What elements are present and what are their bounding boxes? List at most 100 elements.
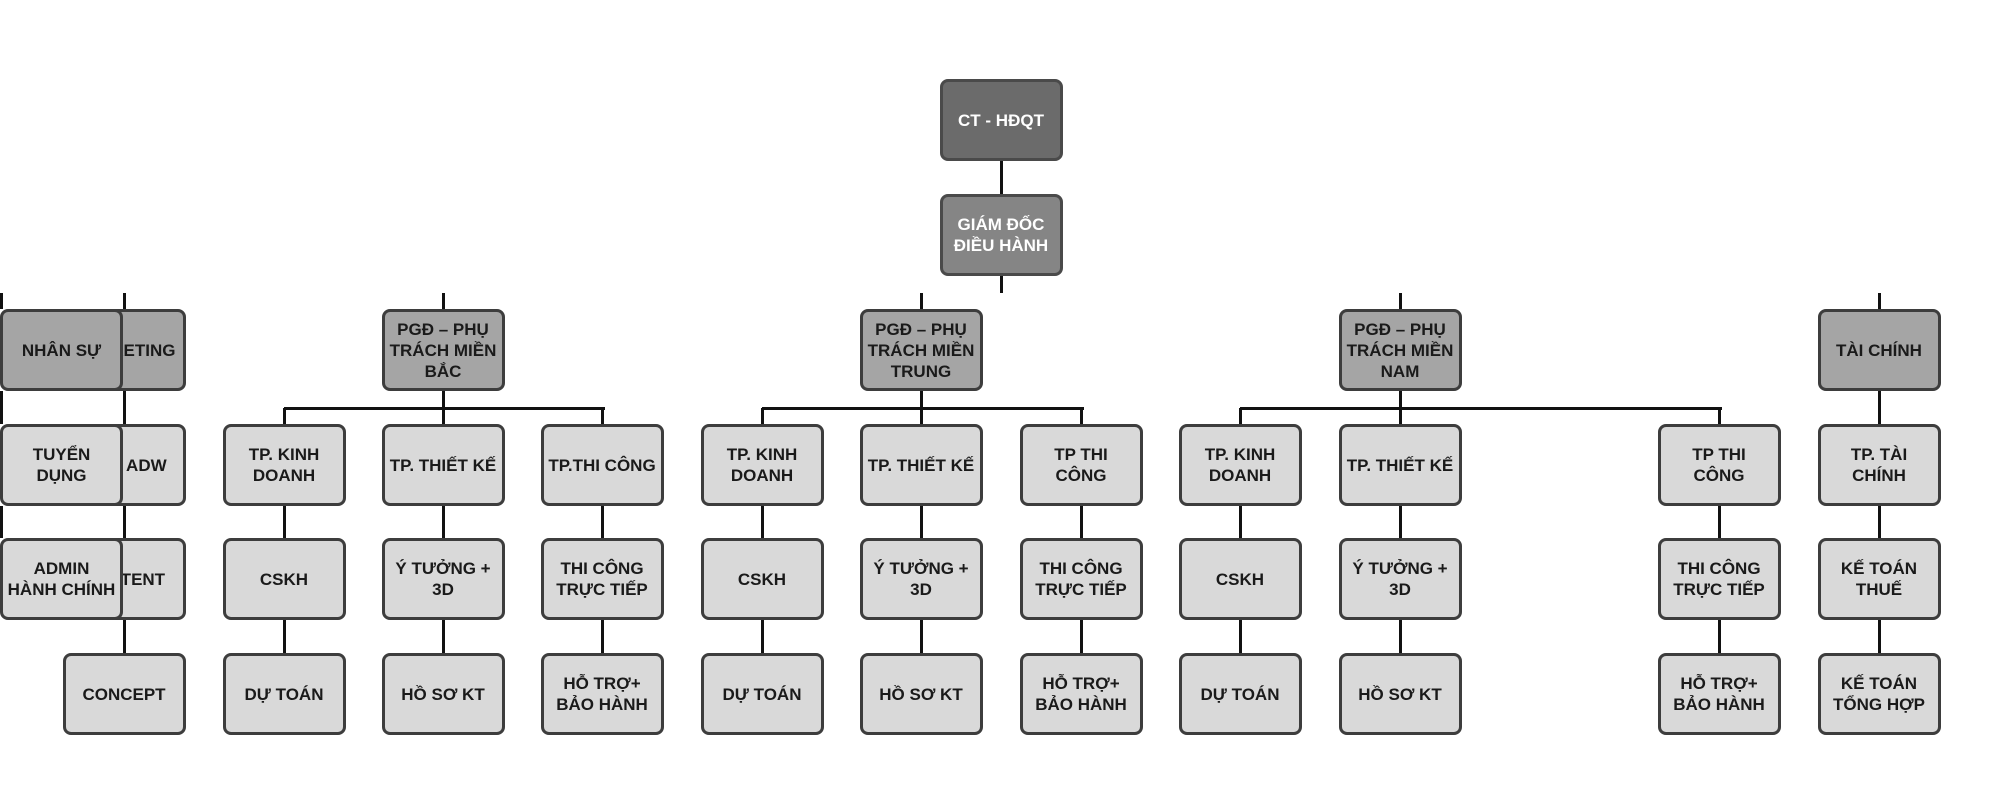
sub-unit-box-label: KẾ TOÁN THUẾ bbox=[1840, 559, 1918, 599]
unit-box: TP. THIẾT KẾ bbox=[1338, 424, 1462, 506]
connector-line bbox=[1238, 506, 1242, 538]
connector-line bbox=[1398, 293, 1402, 309]
sub-unit-box: DỰ TOÁN bbox=[700, 653, 824, 735]
sub-unit-box: ADMIN HÀNH CHÍNH bbox=[0, 538, 123, 620]
connector-line bbox=[762, 406, 1084, 410]
connector-line bbox=[1877, 293, 1881, 309]
sub-unit-box: DỰ TOÁN bbox=[1178, 653, 1302, 735]
unit-box-label: TP. KINH DOANH bbox=[248, 445, 320, 485]
unit-box: TP. TÀI CHÍNH bbox=[1817, 424, 1941, 506]
unit-box-label: TP. TÀI CHÍNH bbox=[1850, 445, 1908, 485]
connector-line bbox=[1398, 620, 1402, 653]
connector-line bbox=[919, 293, 923, 309]
sub-unit-box-label: HỖ TRỢ+ BẢO HÀNH bbox=[556, 674, 648, 714]
sub-unit-box: HỖ TRỢ+ BẢO HÀNH bbox=[1019, 653, 1143, 735]
department-box: NHÂN SỰ bbox=[0, 309, 123, 391]
connector-line bbox=[1877, 620, 1881, 653]
sub-unit-box-label: HỖ TRỢ+ BẢO HÀNH bbox=[1035, 674, 1127, 714]
sub-unit-box-label: ADMIN HÀNH CHÍNH bbox=[7, 559, 116, 599]
sub-unit-box: Ý TƯỞNG + 3D bbox=[859, 538, 983, 620]
unit-box-label: TP THI CÔNG bbox=[1054, 445, 1108, 485]
unit-box: TP. THIẾT KẾ bbox=[859, 424, 983, 506]
ceo-box: GIÁM ĐỐC ĐIỀU HÀNH bbox=[939, 194, 1063, 276]
department-box-label: PGĐ – PHỤ TRÁCH MIỀN TRUNG bbox=[867, 319, 975, 381]
sub-unit-box-label: KẾ TOÁN TỔNG HỢP bbox=[1833, 674, 1925, 714]
unit-box-label: TP. KINH DOANH bbox=[1204, 445, 1276, 485]
sub-unit-box-label: HỖ TRỢ+ BẢO HÀNH bbox=[1673, 674, 1765, 714]
department-box: TÀI CHÍNH bbox=[1817, 309, 1941, 391]
connector-line bbox=[0, 506, 3, 538]
unit-box-label: TP. THIẾT KẾ bbox=[389, 455, 497, 475]
connector-line bbox=[1877, 391, 1881, 424]
department-box-label: PGĐ – PHỤ TRÁCH MIỀN NAM bbox=[1346, 319, 1454, 381]
sub-unit-box: CSKH bbox=[700, 538, 824, 620]
unit-box-label: TP. KINH DOANH bbox=[726, 445, 798, 485]
sub-unit-box-label: HỒ SƠ KT bbox=[1358, 684, 1442, 704]
unit-box-label: TP. THIẾT KẾ bbox=[1346, 455, 1454, 475]
sub-unit-box-label: HỒ SƠ KT bbox=[401, 684, 485, 704]
ceo-box-label: GIÁM ĐỐC ĐIỀU HÀNH bbox=[953, 215, 1049, 255]
department-box-label: NHÂN SỰ bbox=[21, 340, 102, 360]
sub-unit-box-label: CSKH bbox=[259, 569, 309, 589]
sub-unit-box: HỒ SƠ KT bbox=[859, 653, 983, 735]
sub-unit-box-label: THI CÔNG TRỰC TIẾP bbox=[1673, 559, 1765, 599]
department-box-label: PGĐ – PHỤ TRÁCH MIỀN BẮC bbox=[389, 319, 497, 381]
connector-line bbox=[122, 391, 126, 424]
connector-line bbox=[1240, 406, 1722, 410]
connector-line bbox=[999, 276, 1003, 293]
connector-line bbox=[760, 620, 764, 653]
unit-box: TP.THI CÔNG bbox=[540, 424, 664, 506]
sub-unit-box: HỒ SƠ KT bbox=[1338, 653, 1462, 735]
sub-unit-box: THI CÔNG TRỰC TIẾP bbox=[1657, 538, 1781, 620]
sub-unit-box: KẾ TOÁN THUẾ bbox=[1817, 538, 1941, 620]
connector-line bbox=[441, 620, 445, 653]
sub-unit-box: Ý TƯỞNG + 3D bbox=[381, 538, 505, 620]
sub-unit-box-label: THI CÔNG TRỰC TIẾP bbox=[556, 559, 648, 599]
sub-unit-box: THI CÔNG TRỰC TIẾP bbox=[1019, 538, 1143, 620]
connector-line bbox=[600, 408, 604, 424]
connector-line bbox=[0, 391, 3, 424]
sub-unit-box: KẾ TOÁN TỔNG HỢP bbox=[1817, 653, 1941, 735]
unit-box: TP. KINH DOANH bbox=[222, 424, 346, 506]
sub-unit-box: CSKH bbox=[222, 538, 346, 620]
connector-line bbox=[1079, 506, 1083, 538]
unit-box: TUYỂN DỤNG bbox=[0, 424, 123, 506]
unit-box: TP. THIẾT KẾ bbox=[381, 424, 505, 506]
sub-unit-box-label: DỰ TOÁN bbox=[244, 684, 324, 704]
sub-unit-box: HỒ SƠ KT bbox=[381, 653, 505, 735]
connector-line bbox=[282, 408, 286, 424]
connector-line bbox=[760, 506, 764, 538]
connector-line bbox=[122, 506, 126, 538]
connector-line bbox=[1717, 408, 1721, 424]
connector-line bbox=[1079, 620, 1083, 653]
chairman-box: CT - HĐQT bbox=[939, 79, 1063, 161]
connector-line bbox=[600, 506, 604, 538]
connector-line bbox=[122, 620, 126, 653]
unit-box: TP THI CÔNG bbox=[1019, 424, 1143, 506]
unit-box: TP THI CÔNG bbox=[1657, 424, 1781, 506]
connector-line bbox=[1398, 506, 1402, 538]
sub-unit-box-label: Ý TƯỞNG + 3D bbox=[1352, 559, 1448, 599]
sub-unit-box-label: CSKH bbox=[737, 569, 787, 589]
unit-box-label: TP.THI CÔNG bbox=[548, 455, 656, 475]
department-box-label: TÀI CHÍNH bbox=[1836, 340, 1922, 360]
connector-line bbox=[1238, 408, 1242, 424]
sub-unit-box-label: DỰ TOÁN bbox=[1200, 684, 1280, 704]
connector-line bbox=[600, 620, 604, 653]
sub-unit-box-label: Ý TƯỞNG + 3D bbox=[873, 559, 969, 599]
unit-box-label: TP THI CÔNG bbox=[1692, 445, 1746, 485]
connector-line bbox=[1717, 620, 1721, 653]
connector-line bbox=[282, 506, 286, 538]
sub-unit-box: HỖ TRỢ+ BẢO HÀNH bbox=[1657, 653, 1781, 735]
connector-line bbox=[919, 506, 923, 538]
chairman-box-label: CT - HĐQT bbox=[958, 110, 1044, 130]
sub-unit-box: CSKH bbox=[1178, 538, 1302, 620]
connector-line bbox=[122, 293, 126, 309]
connector-line bbox=[1877, 506, 1881, 538]
unit-box: TP. KINH DOANH bbox=[1178, 424, 1302, 506]
connector-line bbox=[760, 408, 764, 424]
sub-unit-box-label: THI CÔNG TRỰC TIẾP bbox=[1035, 559, 1127, 599]
unit-box: TP. KINH DOANH bbox=[700, 424, 824, 506]
